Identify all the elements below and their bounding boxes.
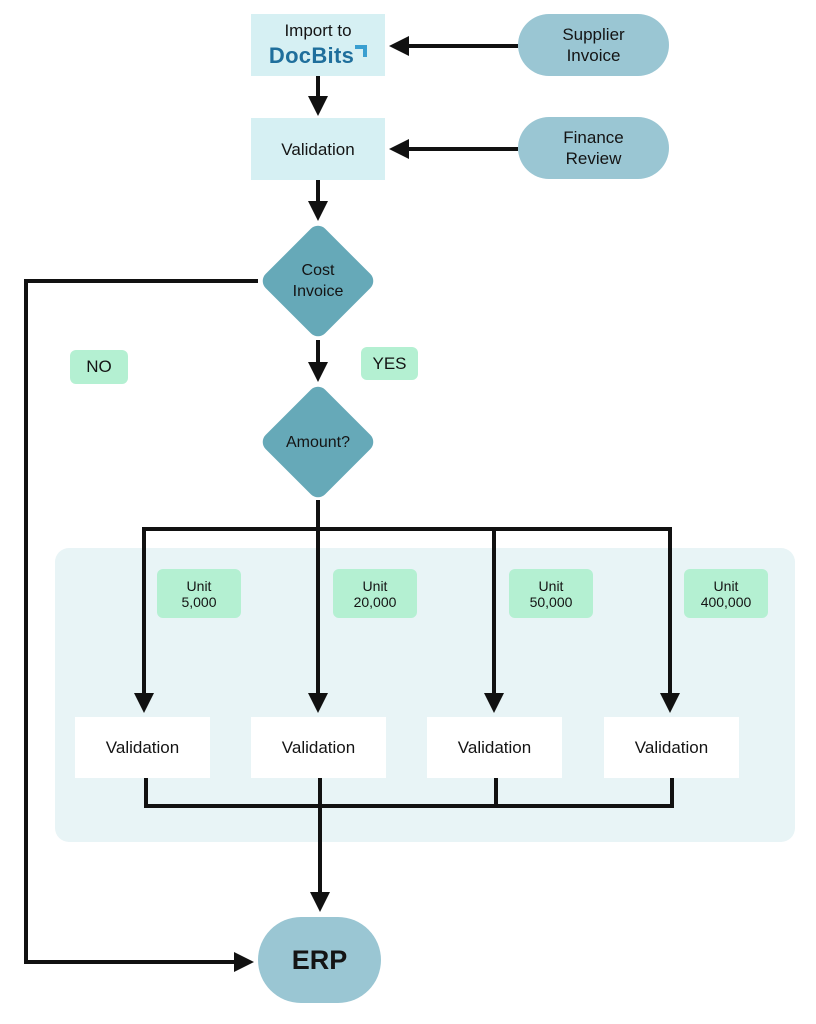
no-branch-tag: NO [70,350,128,384]
validation-box-4-label: Validation [634,737,709,757]
validation-box-3-label: Validation [457,737,532,757]
unit-tag-4-label: Unit [713,577,739,594]
unit-tag-4: Unit 400,000 [684,569,768,618]
finance-review-line1: Finance [563,128,624,147]
arrow-cost-invoice-no [24,279,258,972]
amount-diamond [262,386,374,498]
validation-box-2: Validation [251,717,386,778]
erp-terminal: ERP [258,917,381,1003]
finance-review-terminal: Finance Review [518,117,669,179]
docbits-logo-suffix: Bits [311,43,355,68]
supplier-invoice-line2: Invoice [566,46,621,65]
cost-invoice-line2: Invoice [292,283,344,300]
cost-invoice-decision: Cost Invoice [268,256,368,306]
docbits-logo-prefix: Doc [268,43,312,68]
unit-tag-1-label: Unit [186,577,212,594]
unit-tag-3-label: Unit [538,577,564,594]
validation-box-3: Validation [427,717,562,778]
validation-main-label: Validation [281,139,355,159]
merge-bus [144,778,674,808]
unit-tag-1: Unit 5,000 [157,569,241,618]
unit-tag-3-value: 50,000 [529,593,573,610]
cost-invoice-diamond [262,225,374,337]
validation-box-1-label: Validation [105,737,180,757]
docbits-corner-icon [355,45,368,57]
unit-tag-3: Unit 50,000 [509,569,593,618]
yes-branch-tag: YES [361,347,418,380]
erp-label: ERP [291,944,348,975]
no-branch-label: NO [86,357,112,376]
finance-review-line2: Review [565,149,622,168]
supplier-invoice-line1: Supplier [562,25,625,44]
unit-tag-2-label: Unit [362,577,388,594]
import-label: Import to [284,21,352,40]
unit-tag-2: Unit 20,000 [333,569,417,618]
amount-label: Amount? [285,433,351,451]
validation-box-1: Validation [75,717,210,778]
unit-tag-2-value: 20,000 [353,593,397,610]
yes-branch-label: YES [372,353,407,373]
validation-box-2-label: Validation [281,737,356,757]
amount-decision: Amount? [262,430,374,454]
supplier-invoice-terminal: Supplier Invoice [518,14,669,76]
cost-invoice-line1: Cost [301,262,335,279]
unit-tag-1-value: 5,000 [181,593,217,610]
validation-box-4: Validation [604,717,739,778]
validation-main-box: Validation [251,118,385,180]
unit-tag-4-value: 400,000 [700,593,752,610]
